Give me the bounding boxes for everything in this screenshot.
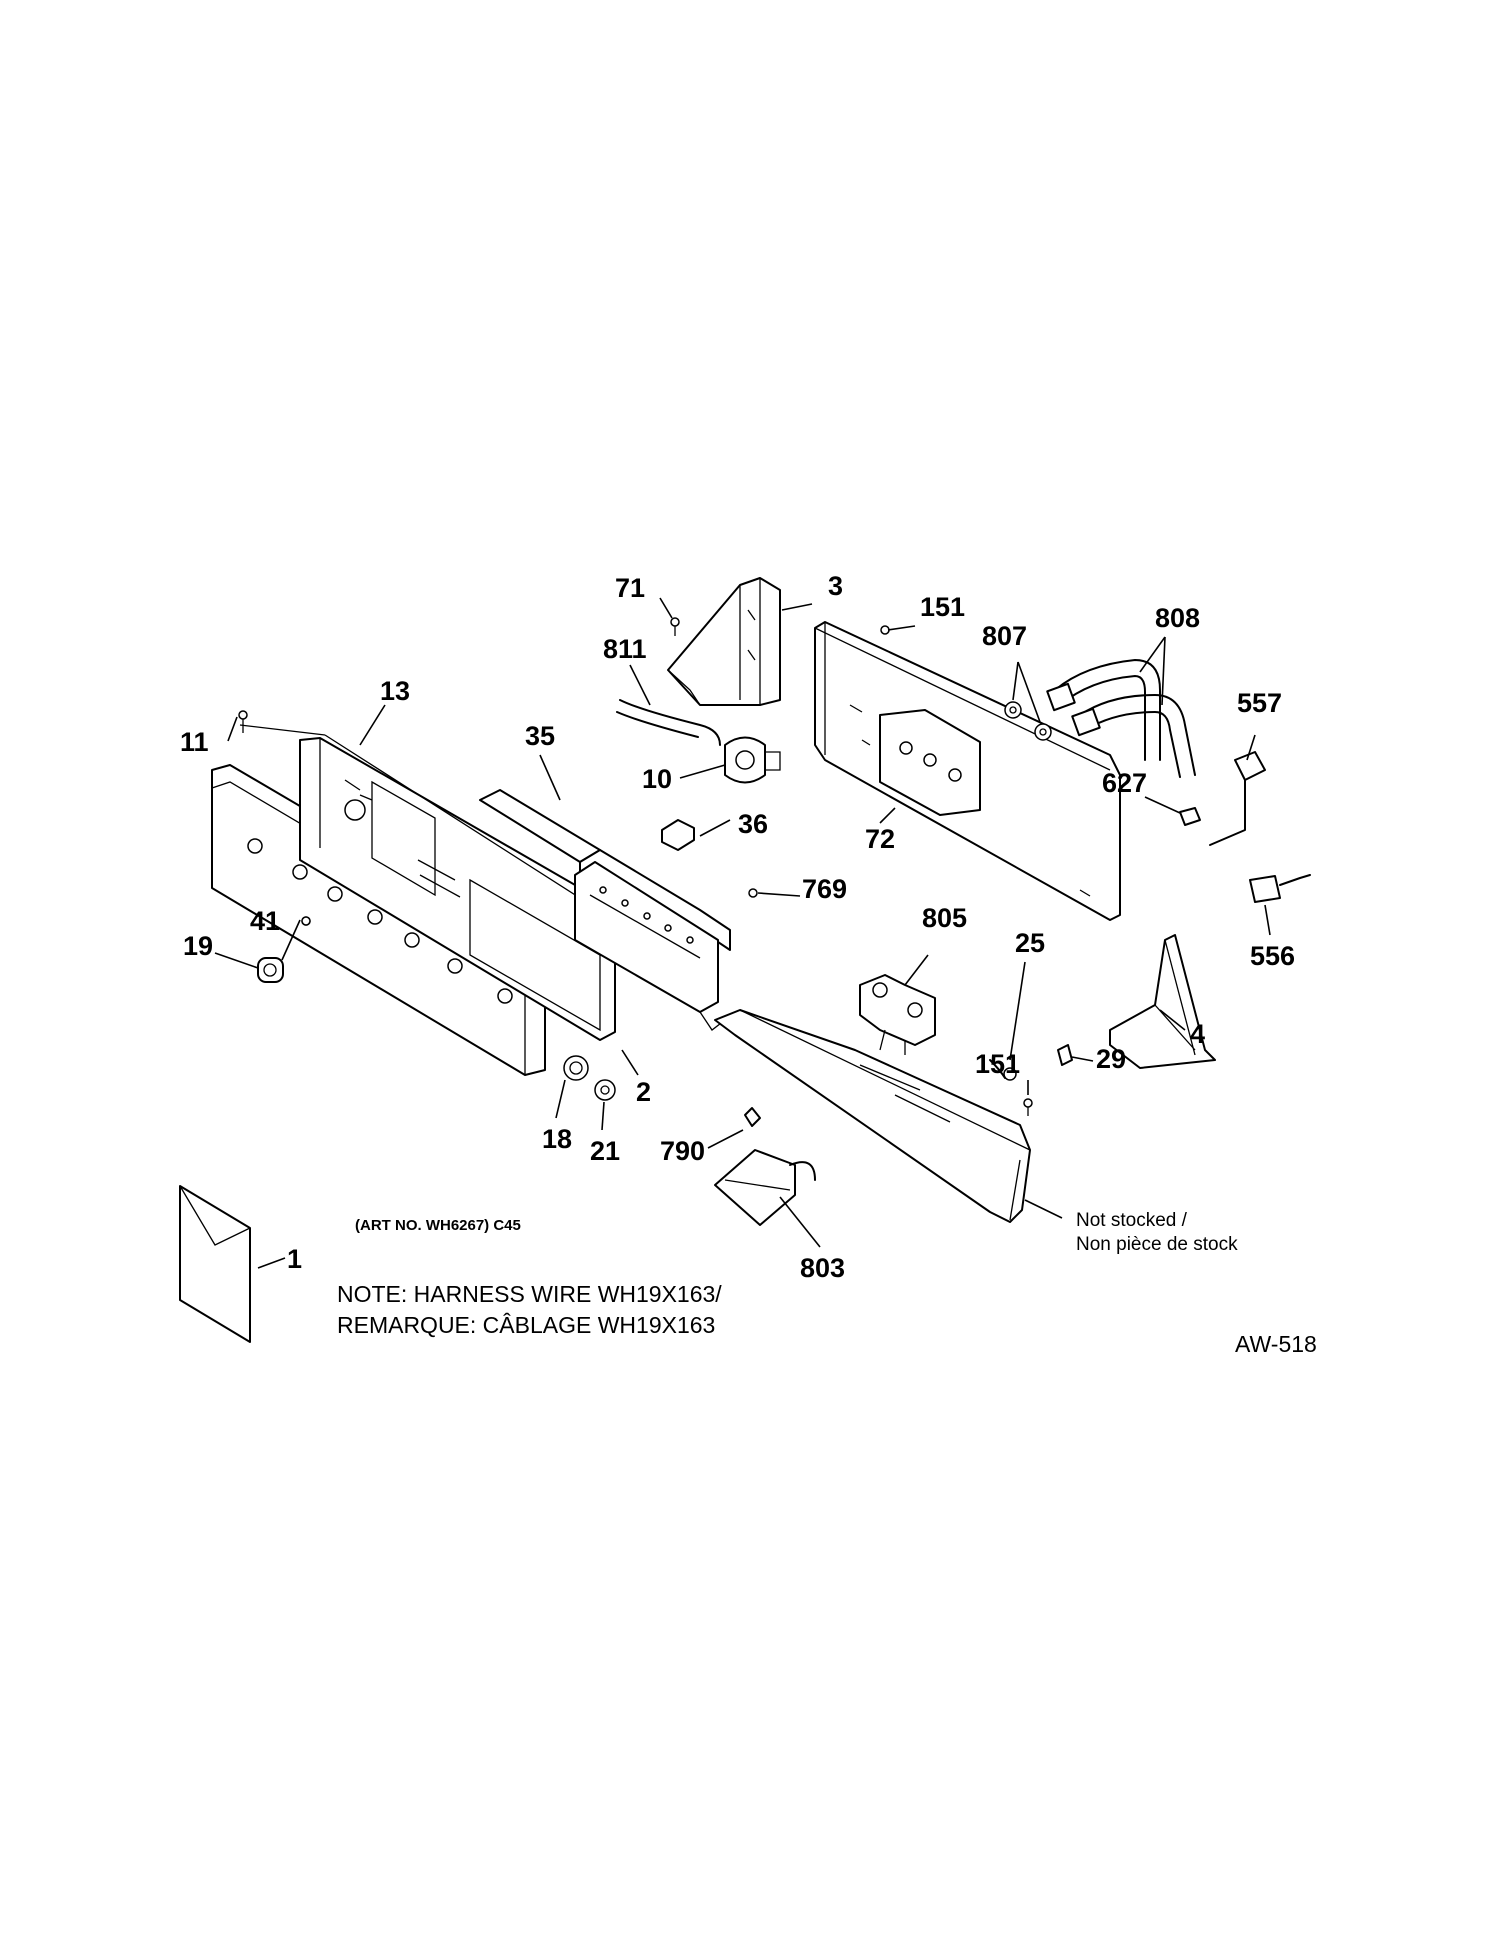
pressure-switch-part-10 <box>724 736 781 784</box>
callout-21: 21 <box>590 1136 620 1166</box>
knob-part-19 <box>257 957 284 983</box>
figure-id: AW-518 <box>1235 1331 1317 1357</box>
callout-19: 19 <box>183 931 213 961</box>
rear-panel-part-72 <box>814 621 1121 921</box>
harness-note-line2: REMARQUE: CÂBLAGE WH19X163 <box>337 1312 715 1338</box>
callout-556: 556 <box>1250 941 1295 971</box>
not-stocked-line2: Non pièce de stock <box>1076 1234 1238 1255</box>
harness-note-line1: NOTE: HARNESS WIRE WH19X163/ <box>337 1281 722 1307</box>
callout-151-bottom: 151 <box>975 1049 1020 1079</box>
clip-part-29 <box>1057 1044 1073 1066</box>
callout-29: 29 <box>1096 1044 1126 1074</box>
callout-18: 18 <box>542 1124 572 1154</box>
not-stocked-line1: Not stocked / <box>1076 1210 1188 1231</box>
callout-769: 769 <box>802 874 847 904</box>
plug-part-627 <box>1179 807 1201 826</box>
board-housing-part-35 <box>479 789 731 1031</box>
callout-72: 72 <box>865 824 895 854</box>
callout-1: 1 <box>287 1244 302 1274</box>
callout-4: 4 <box>1190 1019 1205 1049</box>
control-panel-part-2 <box>211 764 546 1076</box>
leader-lines <box>214 597 1271 1269</box>
side-bracket-part-3 <box>667 577 781 706</box>
inlet-hoses-part-808 <box>1046 659 1196 778</box>
envelope-part-1 <box>179 1185 251 1343</box>
funnel-part-803 <box>714 1149 816 1226</box>
callout-labels: 71 3 151 807 808 811 13 35 11 10 557 627… <box>180 571 1295 1283</box>
callout-25: 25 <box>1015 928 1045 958</box>
callout-557: 557 <box>1237 688 1282 718</box>
right-support-part-4 <box>1109 934 1216 1069</box>
water-valve-part-805 <box>859 974 936 1055</box>
callout-807: 807 <box>982 621 1027 651</box>
tube-part-811 <box>616 699 721 746</box>
callout-627: 627 <box>1102 768 1147 798</box>
art-number: (ART NO. WH6267) C45 <box>355 1217 521 1234</box>
callout-805: 805 <box>922 903 967 933</box>
callout-151-top: 151 <box>920 592 965 622</box>
notes: (ART NO. WH6267) C45 NOTE: HARNESS WIRE … <box>337 1210 1317 1357</box>
callout-2: 2 <box>636 1077 651 1107</box>
callout-790: 790 <box>660 1136 705 1166</box>
knob-part-18 <box>563 1055 589 1081</box>
callout-36: 36 <box>738 809 768 839</box>
callout-35: 35 <box>525 721 555 751</box>
sensor-part-557 <box>1209 751 1266 846</box>
spring-part-41 <box>301 916 311 926</box>
lower-bracket-not-stocked <box>714 1009 1031 1223</box>
callout-41: 41 <box>250 906 280 936</box>
callout-811: 811 <box>603 634 647 664</box>
wire-part-25 <box>989 1059 1017 1081</box>
callout-13: 13 <box>380 676 410 706</box>
callout-803: 803 <box>800 1253 845 1283</box>
washers-part-807 <box>1004 701 1052 741</box>
connector-part-556 <box>1249 874 1311 903</box>
clip-part-36 <box>661 819 695 851</box>
callout-11: 11 <box>180 727 209 757</box>
callout-808: 808 <box>1155 603 1200 633</box>
callout-71: 71 <box>615 573 645 603</box>
callout-3: 3 <box>828 571 843 601</box>
knob-part-21 <box>594 1079 616 1101</box>
callout-10: 10 <box>642 764 672 794</box>
clamp-part-790 <box>744 1107 761 1127</box>
